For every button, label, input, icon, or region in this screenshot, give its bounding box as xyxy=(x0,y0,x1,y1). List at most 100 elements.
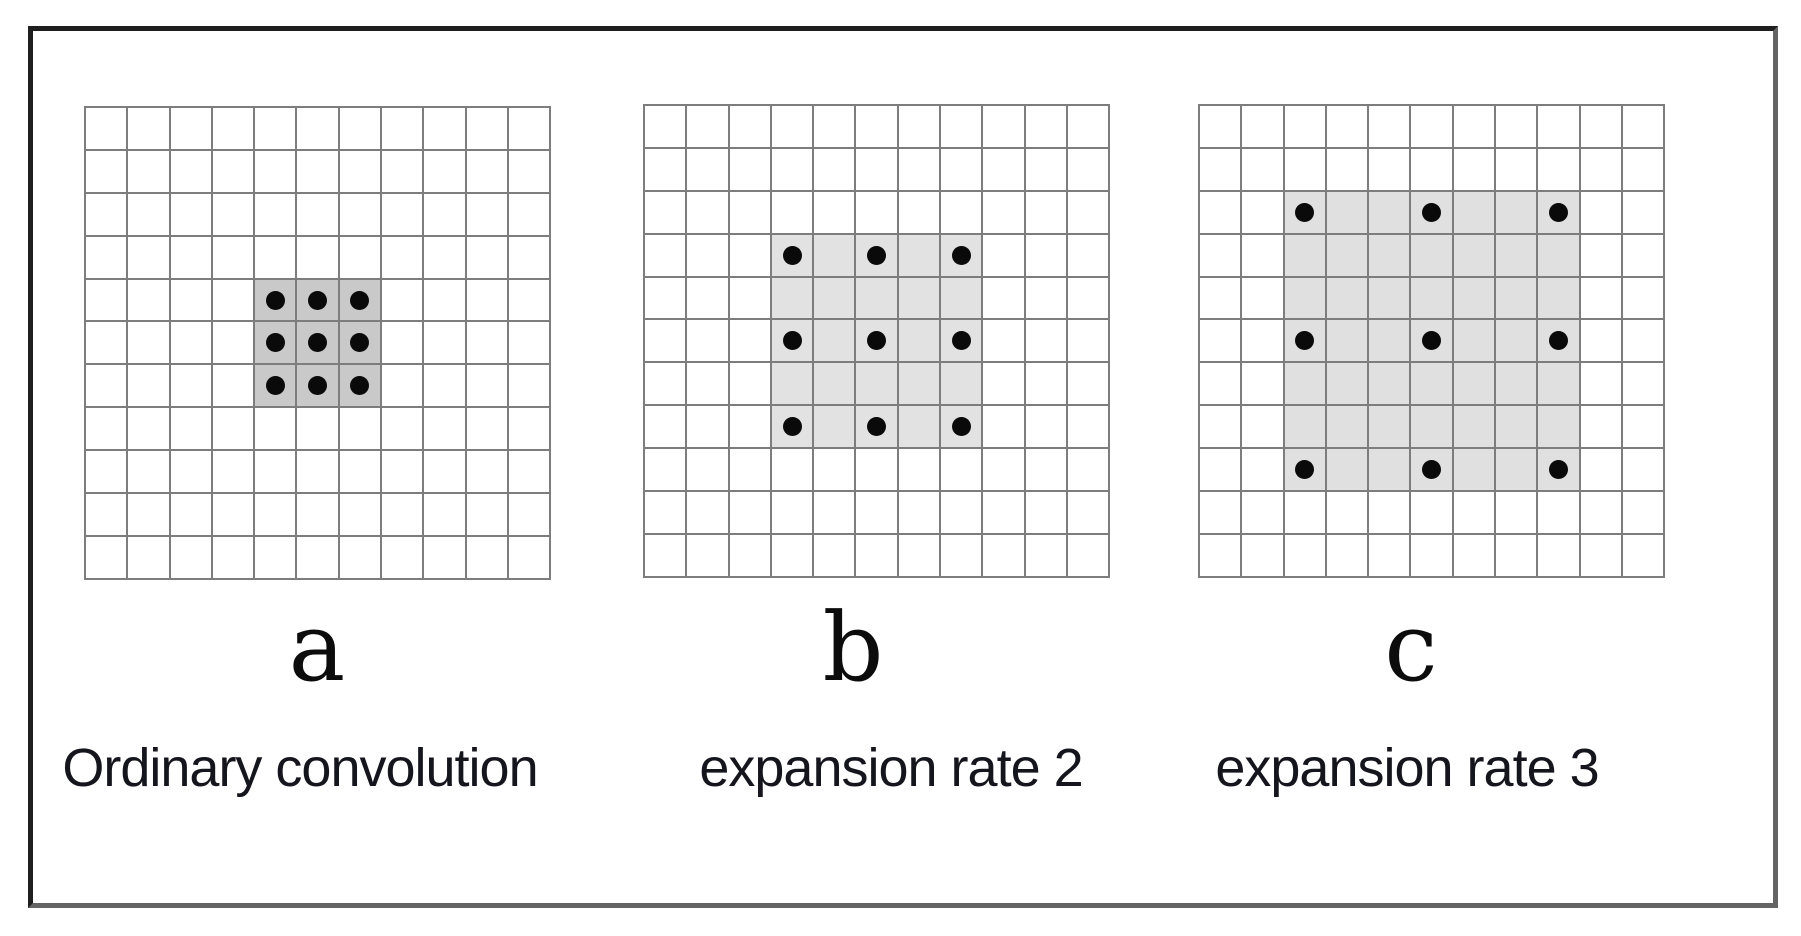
grid-cell xyxy=(86,494,129,537)
grid-cell xyxy=(170,193,213,237)
grid-cell xyxy=(1580,277,1623,321)
grid-cell xyxy=(1369,106,1412,149)
grid-cell xyxy=(1284,148,1327,192)
grid-cell xyxy=(771,320,815,364)
grid-cell xyxy=(1538,106,1581,149)
grid-cell xyxy=(1538,234,1581,278)
grid-cell xyxy=(339,150,383,194)
grid-cell xyxy=(1411,320,1454,364)
grid-cell xyxy=(466,193,509,237)
grid-cell xyxy=(1200,234,1243,278)
grid-cell xyxy=(128,236,171,280)
grid-cell xyxy=(382,408,425,452)
grid-cell xyxy=(1326,406,1370,450)
grid-cell xyxy=(424,494,467,537)
grid-cell xyxy=(983,406,1026,450)
kernel-dot xyxy=(951,245,971,265)
grid-cell xyxy=(687,406,730,450)
grid-cell xyxy=(1453,492,1497,535)
grid-cell xyxy=(1496,106,1539,149)
grid-cell xyxy=(814,363,857,407)
grid-cell xyxy=(1200,534,1243,578)
grid-cell xyxy=(255,150,298,194)
grid-cell xyxy=(856,148,899,192)
grid-cell xyxy=(297,150,340,194)
grid-cell xyxy=(941,191,984,235)
grid-cell xyxy=(941,320,984,364)
grid-cell xyxy=(898,449,942,493)
grid-cell xyxy=(771,534,815,578)
grid-cell xyxy=(1200,106,1243,149)
grid-cell xyxy=(1200,492,1243,535)
grid-cell xyxy=(898,234,942,278)
kernel-dot xyxy=(782,331,802,351)
grid-cell xyxy=(1538,277,1581,321)
grid-cell xyxy=(382,365,425,409)
grid-cell xyxy=(1284,406,1327,450)
grid-cell xyxy=(1580,320,1623,364)
grid-cell xyxy=(1067,191,1111,235)
grid-cell xyxy=(424,408,467,452)
grid-cell xyxy=(687,148,730,192)
grid-cell xyxy=(1538,191,1581,235)
grid-cell xyxy=(771,234,815,278)
grid-cell xyxy=(1622,106,1666,149)
grid-cell xyxy=(339,279,383,323)
grid-cell xyxy=(1242,406,1285,450)
grid-cell xyxy=(1025,277,1068,321)
grid-cell xyxy=(339,408,383,452)
grid-cell xyxy=(297,193,340,237)
grid-cell xyxy=(86,536,129,580)
grid-cell xyxy=(466,494,509,537)
grid-cell xyxy=(814,277,857,321)
grid-cell xyxy=(729,534,772,578)
grid-cell xyxy=(1326,449,1370,493)
grid-cell xyxy=(170,536,213,580)
grid-cell xyxy=(941,534,984,578)
kernel-dot xyxy=(350,333,370,353)
grid-cell xyxy=(645,449,688,493)
grid-cell xyxy=(1580,234,1623,278)
grid-cell xyxy=(1067,234,1111,278)
grid-cell xyxy=(645,534,688,578)
grid-cell xyxy=(382,322,425,366)
grid-cell xyxy=(687,492,730,535)
grid-cell xyxy=(1496,277,1539,321)
grid-cell xyxy=(1326,534,1370,578)
grid-cell xyxy=(814,106,857,149)
grid-cell xyxy=(1622,234,1666,278)
grid-cell xyxy=(1200,320,1243,364)
grid-cell xyxy=(1580,363,1623,407)
grid-cell xyxy=(1284,277,1327,321)
grid-cell xyxy=(1411,363,1454,407)
grid-cell xyxy=(170,451,213,495)
grid-cell xyxy=(86,365,129,409)
grid-cell xyxy=(1242,234,1285,278)
grid-cell xyxy=(424,236,467,280)
grid-cell xyxy=(856,191,899,235)
grid-cell xyxy=(645,277,688,321)
grid-cell xyxy=(297,236,340,280)
grid-cell xyxy=(1496,320,1539,364)
grid-cell xyxy=(339,108,383,151)
grid-cell xyxy=(1453,234,1497,278)
grid-cell xyxy=(1242,191,1285,235)
grid-cell xyxy=(297,279,340,323)
grid-cell xyxy=(1538,449,1581,493)
grid-cell xyxy=(466,108,509,151)
grid-cell xyxy=(508,279,552,323)
grid-cell xyxy=(856,492,899,535)
grid-cell xyxy=(1538,534,1581,578)
grid-cell xyxy=(212,494,256,537)
grid-cell xyxy=(339,322,383,366)
kernel-dot xyxy=(867,245,887,265)
grid-cell xyxy=(1622,148,1666,192)
kernel-dot xyxy=(951,331,971,351)
grid-cell xyxy=(898,534,942,578)
grid-cell xyxy=(814,534,857,578)
grid-cell xyxy=(771,492,815,535)
grid-cell xyxy=(128,150,171,194)
kernel-dot xyxy=(265,290,285,310)
grid-cell xyxy=(1411,191,1454,235)
grid-cell xyxy=(898,363,942,407)
